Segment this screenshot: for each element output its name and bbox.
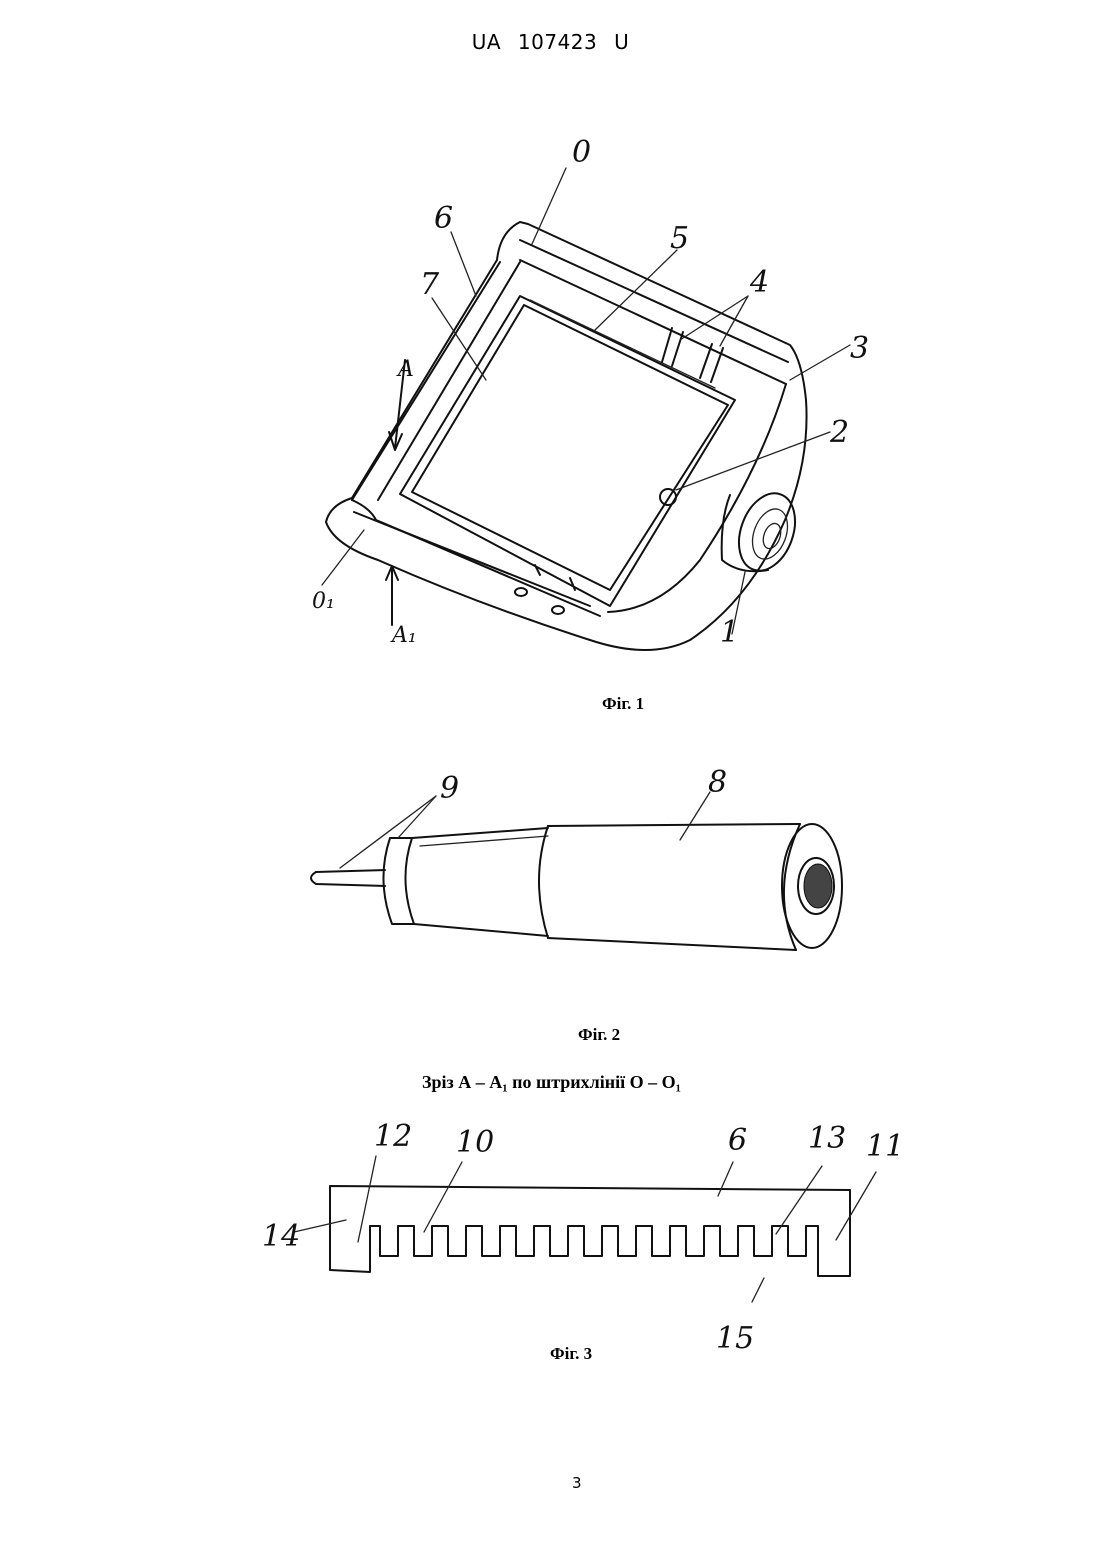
figure-3-caption: Фіг. 3 bbox=[550, 1344, 592, 1364]
page-number: 3 bbox=[572, 1474, 582, 1492]
fig3-label-12: 12 bbox=[374, 1119, 412, 1154]
fig3-label-14: 14 bbox=[262, 1219, 300, 1254]
fig3-label-11: 11 bbox=[866, 1129, 904, 1164]
fig3-label-15: 15 bbox=[716, 1321, 754, 1356]
fig3-label-6: 6 bbox=[728, 1123, 747, 1158]
fig3-label-10: 10 bbox=[456, 1125, 494, 1160]
fig3-label-13: 13 bbox=[808, 1121, 846, 1156]
